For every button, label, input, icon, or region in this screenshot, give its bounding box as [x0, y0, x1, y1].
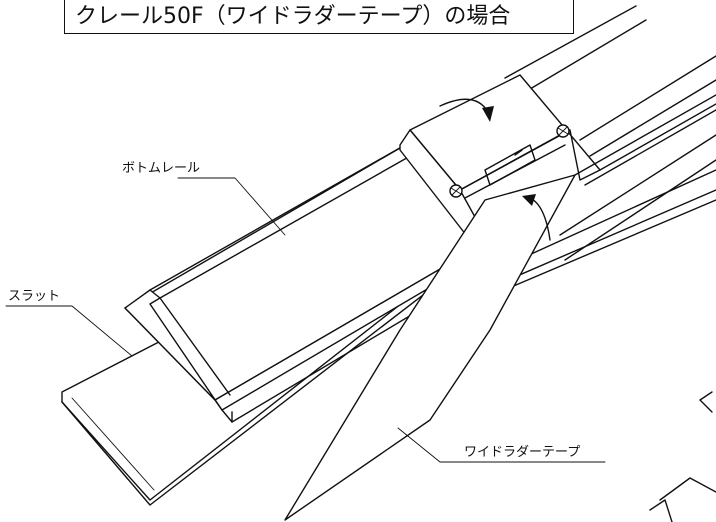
label-bottom-rail-text: ボトムレール: [122, 161, 200, 176]
screw-left: [449, 184, 463, 198]
label-wide-ladder-tape-text: ワイドラダーテープ: [464, 445, 580, 460]
screw-right: [556, 124, 570, 138]
rotation-arrow-top: [439, 98, 494, 122]
label-bottom-rail: ボトムレール: [122, 161, 286, 236]
label-slat: スラット: [5, 289, 133, 357]
wide-ladder-tape: [284, 94, 716, 521]
rotation-arrow-bottom: [522, 194, 551, 241]
edge-fragments: [649, 391, 716, 522]
label-slat-text: スラット: [8, 289, 60, 304]
diagram-title: クレール50F（ワイドラダーテープ）の場合: [64, 0, 574, 34]
label-wide-ladder-tape: ワイドラダーテープ: [397, 427, 606, 463]
